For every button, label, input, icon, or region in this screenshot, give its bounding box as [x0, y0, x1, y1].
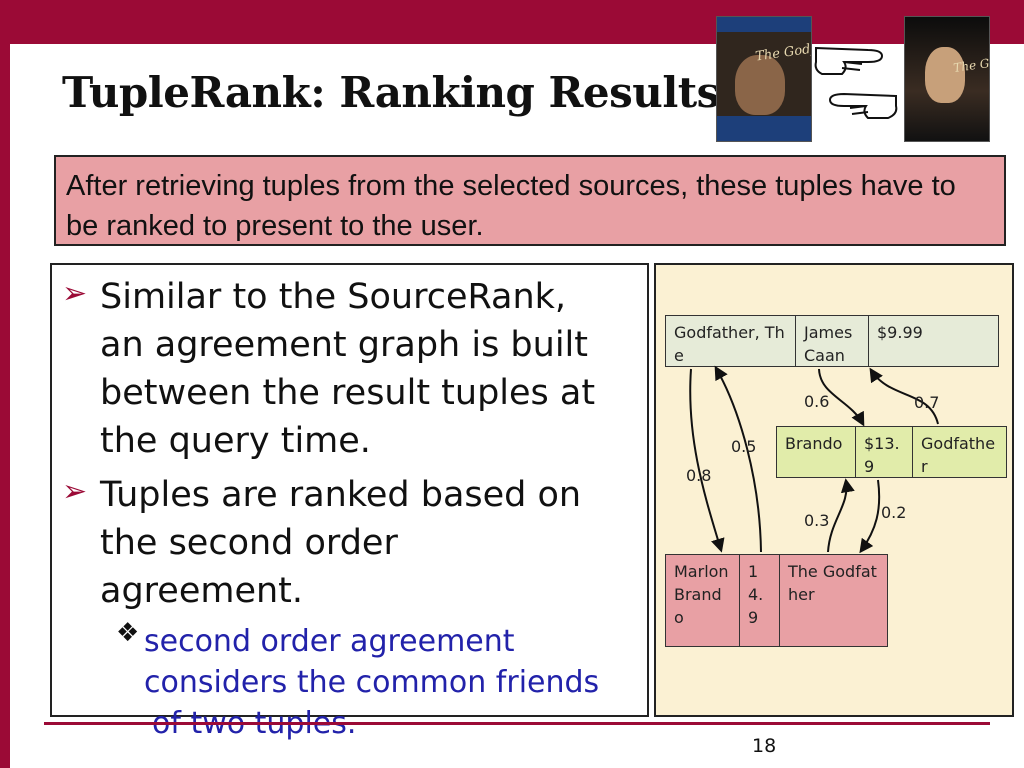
bullet-item-1: Similar to the SourceRank, an agreement …	[100, 273, 595, 465]
edge-t2-t1	[869, 367, 939, 425]
godfather-poster-image: The Godfather	[716, 16, 812, 142]
edge-weight-label: 0.2	[881, 503, 907, 522]
sub-bullet-line: considers the common friends	[144, 665, 600, 700]
bullet-line: the second order	[100, 523, 398, 563]
sub-bullet-line: second order agreement	[144, 624, 515, 659]
tuple-cell: James Caan	[796, 316, 869, 366]
sub-bullet-item: second order agreement considers the com…	[144, 621, 664, 744]
bullet-line: the query time.	[100, 421, 371, 461]
tuple-cell: Brando	[777, 427, 856, 477]
edge-t3-t1	[714, 365, 762, 553]
top-accent-band	[0, 0, 1024, 44]
edge-t1-t2	[818, 368, 865, 427]
edge-weight-label: 0.3	[804, 511, 830, 530]
bullet-arrow-icon: ➢	[62, 276, 88, 311]
tuple-cell: $13.9	[856, 427, 913, 477]
edge-t2-t3	[859, 479, 881, 554]
tuple-node-2: Brando $13.9 Godfather	[776, 426, 1007, 478]
bullet-line: agreement.	[100, 571, 304, 611]
edge-weight-label: 0.7	[914, 393, 940, 412]
bullet-item-2: Tuples are ranked based on the second or…	[100, 471, 581, 615]
pointing-hands-icon	[814, 46, 898, 119]
bullet-line: between the result tuples at	[100, 373, 596, 413]
edge-weight-label: 0.8	[686, 466, 712, 485]
bullet-panel	[50, 263, 649, 717]
sub-bullet-diamond-icon: ❖	[116, 618, 140, 648]
bullet-line: Tuples are ranked based on	[100, 475, 582, 515]
tuple-cell: Godfather, The	[666, 316, 796, 366]
slide-title: TupleRank: Ranking Results	[62, 68, 720, 117]
bullet-line: an agreement graph is built	[100, 325, 589, 365]
edge-weight-label: 0.6	[804, 392, 830, 411]
poster-face	[735, 55, 785, 115]
tuple-cell: The Godfather	[788, 562, 877, 604]
tuple-node-3: Marlon Brando 14.9 The Godfather	[665, 554, 888, 647]
godfather-part2-poster-image: The Godfather	[904, 16, 990, 142]
intro-callout: After retrieving tuples from the selecte…	[54, 155, 1006, 246]
poster-face	[925, 47, 965, 103]
footer-rule	[44, 722, 990, 725]
tuple-cell: Godfather	[921, 434, 996, 476]
bullet-line: Similar to the SourceRank,	[100, 277, 567, 317]
bullet-arrow-icon: ➢	[62, 474, 88, 509]
page-number: 18	[752, 735, 777, 757]
tuple-cell: 14.9	[740, 555, 780, 646]
edge-t1-t3	[689, 368, 725, 553]
edge-weight-label: 0.5	[731, 437, 757, 456]
edge-t3-t2	[827, 478, 855, 553]
left-accent-band	[0, 0, 10, 768]
tuple-cell: Marlon Brando	[666, 555, 740, 646]
tuple-cell: $9.99	[877, 323, 923, 342]
tuple-node-1: Godfather, The James Caan $9.99	[665, 315, 999, 367]
